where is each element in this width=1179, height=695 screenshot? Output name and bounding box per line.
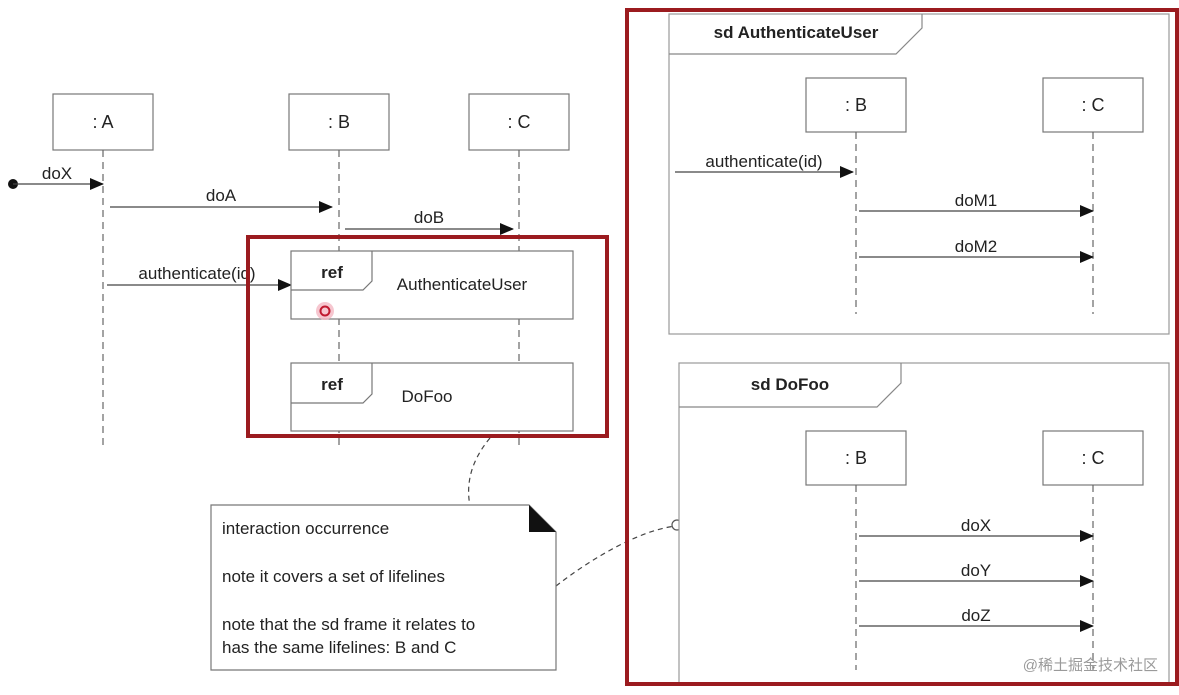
sd-dofoo-lifeline-c-label: : C: [1081, 448, 1104, 468]
note-line-2: note it covers a set of lifelines: [222, 567, 445, 586]
sd-dofoo-frame: sd DoFoo : B : C doX doY doZ: [678, 362, 1170, 686]
sd-authenticate-user-frame: sd AuthenticateUser : B : C authenticate…: [668, 13, 1170, 335]
message-dox-label: doX: [42, 164, 72, 183]
sd-auth-lifeline-c-label: : C: [1081, 95, 1104, 115]
main-diagram: : A : B : C doX doA doB: [8, 93, 609, 448]
sd-auth-message-dom2: doM2: [955, 237, 998, 256]
refs-highlight-box: [246, 235, 609, 438]
message-dob-label: doB: [414, 208, 444, 227]
cursor-indicator-icon: [316, 302, 334, 320]
ref-tag-label: ref: [321, 375, 343, 394]
sd-frames-highlight-box: [625, 8, 1179, 686]
sd-dofoo-title: sd DoFoo: [751, 375, 829, 394]
message-authenticate-label: authenticate(id): [138, 264, 255, 283]
message-doa-label: doA: [206, 186, 237, 205]
lifeline-b-label: : B: [328, 112, 350, 132]
note-line-1: interaction occurrence: [222, 519, 389, 538]
message-authenticate: authenticate(id): [107, 264, 292, 291]
note-line-3: note that the sd frame it relates to: [222, 615, 475, 634]
lifeline-c: : C: [468, 93, 570, 448]
sd-auth-message-authenticate: authenticate(id): [705, 152, 822, 171]
ref-dofoo[interactable]: ref DoFoo: [290, 362, 574, 432]
sd-authenticate-user-title: sd AuthenticateUser: [714, 23, 879, 42]
sd-dofoo-message-doy: doY: [961, 561, 991, 580]
lifeline-a: : A: [52, 93, 154, 448]
message-dob: doB: [345, 208, 514, 235]
watermark: @稀土掘金技术社区: [1023, 657, 1158, 674]
note-fold-icon: [529, 505, 556, 532]
ref-dofoo-name: DoFoo: [401, 387, 452, 406]
sd-auth-message-dom1: doM1: [955, 191, 998, 210]
lifeline-c-label: : C: [507, 112, 530, 132]
sd-dofoo-message-doz: doZ: [961, 606, 990, 625]
sd-dofoo-message-dox: doX: [961, 516, 991, 535]
note-line-4: has the same lifelines: B and C: [222, 638, 456, 657]
message-dox: doX: [8, 164, 104, 190]
ref-authenticate-user[interactable]: ref AuthenticateUser: [290, 250, 574, 320]
sd-auth-lifeline-b-label: : B: [845, 95, 867, 115]
note-anchor-line-refs: [468, 437, 491, 507]
lifeline-a-label: : A: [92, 112, 113, 132]
message-doa: doA: [110, 186, 333, 213]
ref-authenticate-user-name: AuthenticateUser: [397, 275, 528, 294]
sd-dofoo-lifeline-b-label: : B: [845, 448, 867, 468]
note: interaction occurrence note it covers a …: [210, 437, 683, 671]
ref-tag-label: ref: [321, 263, 343, 282]
note-anchor-line-sd: [555, 525, 677, 587]
